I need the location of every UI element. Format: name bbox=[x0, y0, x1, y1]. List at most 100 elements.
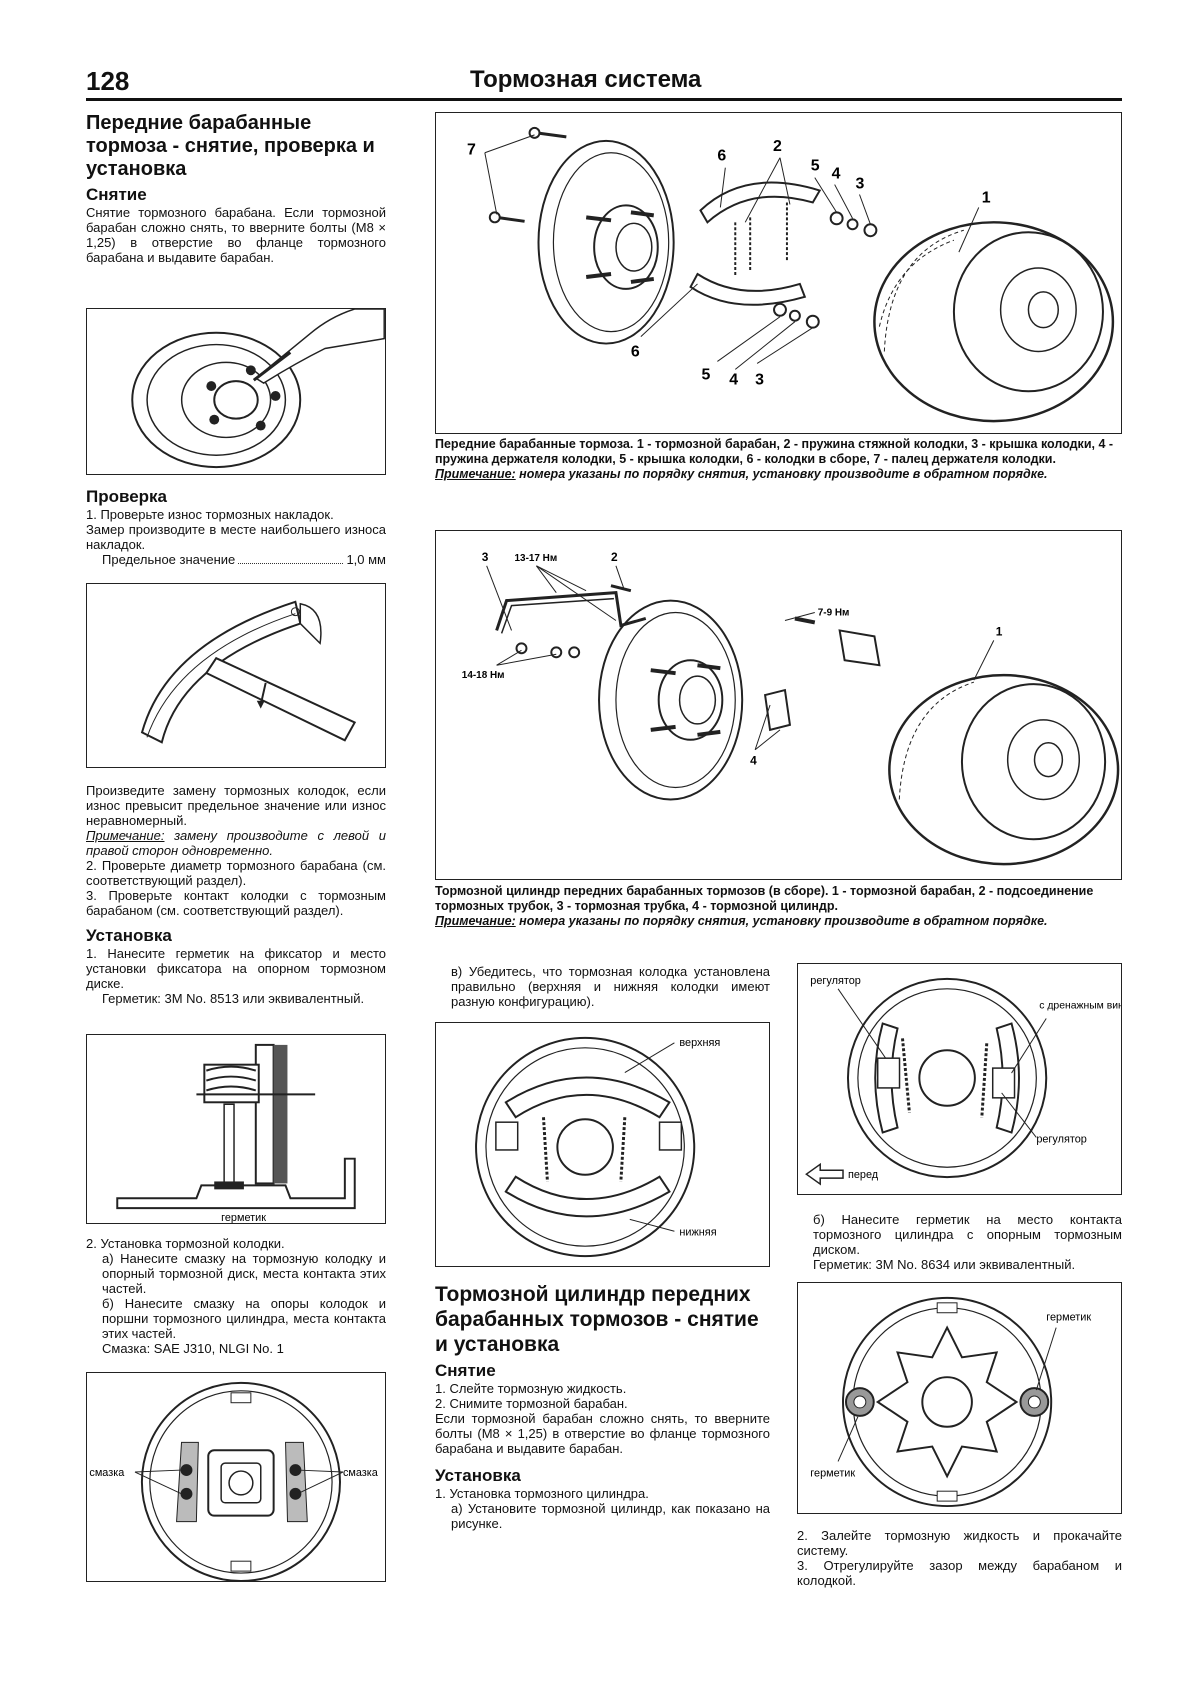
install-p2: 2. Установка тормозной колодки. bbox=[86, 1236, 285, 1251]
fig2-caption: Тормозной цилиндр передних барабанных то… bbox=[435, 884, 1094, 913]
fig1-label-4a: 4 bbox=[832, 166, 841, 183]
grease-label-right: смазка bbox=[343, 1467, 379, 1479]
fig1-label-4b: 4 bbox=[729, 371, 738, 388]
note-label: Примечание: bbox=[86, 828, 165, 843]
section2-r2: 2. Снимите тормозной барабан. bbox=[435, 1396, 628, 1411]
fig2-label-3: 3 bbox=[482, 550, 489, 564]
install-p2v-block: в) Убедитесь, что тормозная колодка уста… bbox=[435, 964, 770, 1009]
inspection-heading: Проверка bbox=[86, 487, 168, 506]
section2-i3: 3. Отрегулируйте зазор между барабаном и… bbox=[797, 1558, 1122, 1588]
inspection-p5: 3. Проверьте контакт колодки с тормозным… bbox=[86, 888, 386, 918]
fig2-note-label: Примечание: bbox=[435, 914, 516, 928]
install-p1: 1. Нанесите герметик на фиксатор и место… bbox=[86, 946, 386, 991]
section2-i1a: а) Установите тормозной цилиндр, как пок… bbox=[451, 1501, 770, 1531]
regulator-bottom-label: регулятор bbox=[1036, 1133, 1087, 1145]
upper-label: верхняя bbox=[679, 1037, 720, 1049]
inspection-note: Примечание: замену производите с левой и… bbox=[86, 828, 386, 858]
section2-title: Тормозной цилиндр передних барабанных то… bbox=[435, 1283, 759, 1356]
section2-r3: Если тормозной барабан сложно снять, то … bbox=[435, 1411, 770, 1456]
figure-upper-lower: верхняя нижняя bbox=[435, 1022, 770, 1267]
figure-drum-removal bbox=[86, 308, 386, 475]
fig2-label-4: 4 bbox=[750, 754, 757, 768]
lower-label: нижняя bbox=[679, 1226, 716, 1238]
grease-label-left: смазка bbox=[89, 1467, 125, 1479]
adjuster-illustration: регулятор с дренажным винтом регулятор п… bbox=[805, 975, 1121, 1186]
fig2-torque-1: 13-17 Нм bbox=[515, 553, 558, 564]
fig2-torque-3: 14-18 Нм bbox=[462, 670, 505, 681]
inspection-rest: Произведите замену тормозных колодок, ес… bbox=[86, 783, 386, 1006]
figure-adjuster: регулятор с дренажным винтом регулятор п… bbox=[797, 963, 1122, 1195]
running-header: Тормозная система bbox=[470, 66, 702, 93]
page-number: 128 bbox=[86, 66, 130, 96]
figure-lining-measure bbox=[86, 583, 386, 768]
grease-points-illustration: смазка смазка bbox=[89, 1381, 379, 1581]
sealant-label: герметик bbox=[221, 1212, 266, 1223]
limit-label: Предельное значение bbox=[102, 552, 236, 567]
install-heading: Установка bbox=[86, 926, 172, 945]
cylinder-sealant-illustration: герметик герметик bbox=[810, 1296, 1091, 1508]
fig1-label-7: 7 bbox=[467, 142, 476, 159]
header-rule bbox=[86, 98, 1122, 101]
lining-measure-illustration bbox=[140, 600, 357, 744]
upper-lower-illustration: верхняя нижняя bbox=[475, 1037, 720, 1258]
section2-i2: 2. Залейте тормозную жидкость и прокачай… bbox=[797, 1528, 1122, 1558]
drain-screw-label: с дренажным винтом bbox=[1039, 1001, 1121, 1012]
fig2-caption-block: Тормозной цилиндр передних барабанных то… bbox=[435, 884, 1122, 929]
section2-i1: 1. Установка тормозного цилиндра. bbox=[435, 1486, 649, 1501]
fig1-note-text: номера указаны по порядку снятия, устано… bbox=[515, 467, 1048, 481]
figure-grease-points: смазка смазка bbox=[86, 1372, 386, 1582]
exploded-view-illustration: 7 6 2 5 4 3 1 6 5 4 3 bbox=[467, 126, 1115, 423]
fig1-label-5a: 5 bbox=[811, 158, 820, 175]
section2-block: Тормозной цилиндр передних барабанных то… bbox=[435, 1282, 770, 1531]
fig1-caption: Передние барабанные тормоза. 1 - тормозн… bbox=[435, 437, 1114, 466]
section2-i1b: б) Нанесите герметик на место контакта т… bbox=[813, 1212, 1122, 1257]
fig1-note: Примечание: номера указаны по порядку сн… bbox=[435, 467, 1122, 482]
fig2-label-1: 1 bbox=[996, 624, 1003, 638]
section2-r1: 1. Слейте тормозную жидкость. bbox=[435, 1381, 627, 1396]
fig1-caption-block: Передние барабанные тормоза. 1 - тормозн… bbox=[435, 437, 1122, 482]
section2-removal-heading: Снятие bbox=[435, 1361, 496, 1380]
limit-row: Предельное значение 1,0 мм bbox=[86, 552, 386, 567]
fig2-label-2: 2 bbox=[611, 550, 618, 564]
fig1-label-3a: 3 bbox=[856, 176, 865, 193]
fig2-note: Примечание: номера указаны по порядку сн… bbox=[435, 914, 1122, 929]
sealant-bottom-label: герметик bbox=[810, 1467, 855, 1479]
fig1-label-2: 2 bbox=[773, 138, 782, 155]
install-p2b: б) Нанесите смазку на опоры колодок и по… bbox=[102, 1296, 386, 1341]
removal-text: Снятие тормозного барабана. Если тормозн… bbox=[86, 205, 386, 265]
install-p1b: Герметик: 3M No. 8513 или эквивалентный. bbox=[102, 991, 365, 1006]
front-label: перед bbox=[848, 1169, 879, 1181]
fig1-label-5b: 5 bbox=[701, 366, 710, 383]
section2-i1c: Герметик: 3M No. 8634 или эквивалентный. bbox=[813, 1257, 1076, 1272]
cylinder-assembly-illustration: 3 13-17 Нм 2 7-9 Нм 14-18 Нм 4 1 bbox=[462, 550, 1120, 866]
figure-retainer-sealant: герметик bbox=[86, 1034, 386, 1224]
inspection-block: Проверка 1. Проверьте износ тормозных на… bbox=[86, 487, 386, 567]
inspection-p1: 1. Проверьте износ тормозных накладок. bbox=[86, 507, 334, 522]
inspection-p2: Замер производите в месте наибольшего из… bbox=[86, 522, 386, 552]
fig1-label-1: 1 bbox=[982, 189, 991, 206]
fig1-label-3b: 3 bbox=[755, 371, 764, 388]
install-steps: 2. Установка тормозной колодки. а) Нанес… bbox=[86, 1236, 386, 1356]
install-p2v: в) Убедитесь, что тормозная колодка уста… bbox=[451, 964, 770, 1009]
figure-exploded-view: 7 6 2 5 4 3 1 6 5 4 3 bbox=[435, 112, 1122, 434]
fig2-torque-2: 7-9 Нм bbox=[818, 608, 850, 619]
limit-value: 1,0 мм bbox=[346, 552, 386, 567]
section2-final: 2. Залейте тормозную жидкость и прокачай… bbox=[797, 1528, 1122, 1588]
regulator-top-label: регулятор bbox=[810, 975, 861, 987]
fig1-label-6b: 6 bbox=[631, 343, 640, 360]
note-text: замену производите с левой и правой стор… bbox=[86, 828, 386, 858]
retainer-sealant-illustration: герметик bbox=[116, 1043, 356, 1223]
sealant-top-label: герметик bbox=[1046, 1312, 1091, 1324]
inspection-p4: 2. Проверьте диаметр тормозного барабана… bbox=[86, 858, 386, 888]
section1-title: Передние барабанные тормоза - снятие, пр… bbox=[86, 112, 375, 180]
inspection-p3: Произведите замену тормозных колодок, ес… bbox=[86, 783, 386, 828]
section2-install-heading: Установка bbox=[435, 1466, 521, 1485]
fig1-note-label: Примечание: bbox=[435, 467, 516, 481]
section2-i1b-block: б) Нанесите герметик на место контакта т… bbox=[797, 1212, 1122, 1272]
figure-cylinder-sealant: герметик герметик bbox=[797, 1282, 1122, 1514]
fig1-label-6a: 6 bbox=[717, 148, 726, 165]
section1-block: Передние барабанные тормоза - снятие, пр… bbox=[86, 112, 386, 265]
install-p2c: Смазка: SAE J310, NLGI No. 1 bbox=[102, 1341, 284, 1356]
drum-removal-illustration bbox=[131, 309, 385, 469]
fig2-note-text: номера указаны по порядку снятия, устано… bbox=[515, 914, 1048, 928]
